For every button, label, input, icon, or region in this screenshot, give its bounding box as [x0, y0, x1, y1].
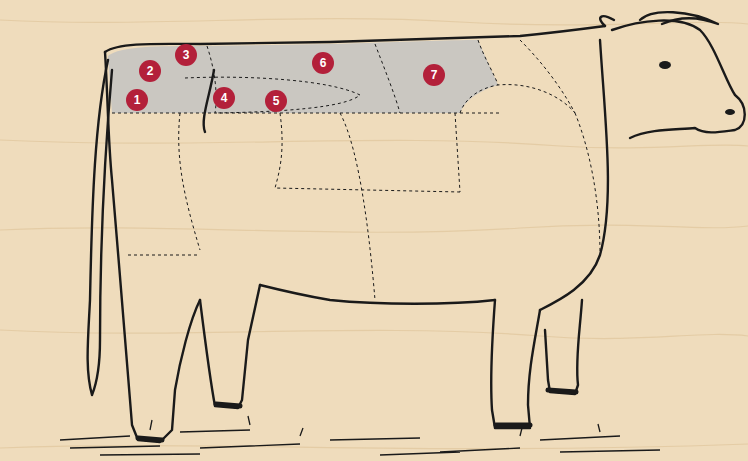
- callout-circle: 7: [423, 64, 445, 86]
- callout-number: 1: [134, 94, 141, 106]
- cow-eye: [659, 61, 671, 69]
- callout-circle: 4: [213, 87, 235, 109]
- callout-circle: 5: [265, 90, 287, 112]
- callout-number: 4: [221, 92, 228, 104]
- cow-nostril: [725, 109, 735, 115]
- callout-number: 2: [147, 65, 154, 77]
- callout-circle: 6: [312, 52, 334, 74]
- callout-number: 3: [183, 49, 190, 61]
- grass-strokes: [60, 416, 660, 455]
- shaded-region: [108, 40, 498, 113]
- callout-circle: 3: [175, 44, 197, 66]
- callout-circle: 2: [139, 60, 161, 82]
- callout-number: 7: [431, 69, 438, 81]
- callout-number: 5: [273, 95, 280, 107]
- wood-grain: [0, 19, 748, 449]
- cow-outline: [88, 12, 745, 442]
- callout-number: 6: [320, 57, 327, 69]
- callout-circle: 1: [126, 89, 148, 111]
- cut-lines: [112, 40, 600, 300]
